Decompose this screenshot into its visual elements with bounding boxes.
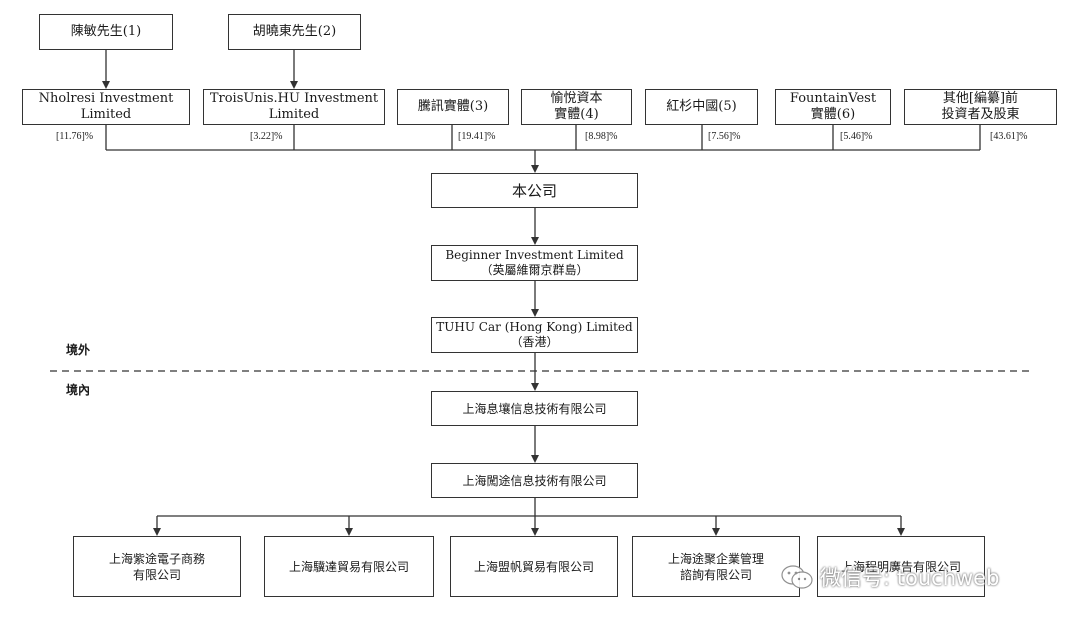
shareholder-fountainvest: FountainVest 實體(6) (775, 89, 891, 125)
shareholder-yuyue: 愉悅資本 實體(4) (521, 89, 632, 125)
pct-others: [43.61]% (990, 131, 1028, 142)
entity-tuhu-car-hk: TUHU Car (Hong Kong) Limited （香港） (431, 317, 638, 353)
subsidiary-chengming: 上海程明廣告有限公司 (817, 536, 985, 597)
shareholder-hu-xiaodong: 胡曉東先生(2) (228, 14, 361, 50)
shareholder-troisunis: TroisUnis.HU Investment Limited (203, 89, 385, 125)
shareholder-tencent: 騰訊實體(3) (397, 89, 509, 125)
pct-sequoia: [7.56]% (708, 131, 741, 142)
watermark: 微信号: touchweb (780, 562, 999, 592)
shareholder-nholresi: Nholresi Investment Limited (22, 89, 190, 125)
entity-beginner-investment: Beginner Investment Limited （英屬維爾京群島） (431, 245, 638, 281)
entity-shanghai-chuangtu: 上海闖途信息技術有限公司 (431, 463, 638, 498)
pct-tencent: [19.41]% (458, 131, 496, 142)
company-box: 本公司 (431, 173, 638, 208)
region-label-offshore: 境外 (66, 343, 91, 357)
pct-nholresi: [11.76]% (56, 131, 94, 142)
subsidiary-zitu: 上海紫途電子商務 有限公司 (73, 536, 241, 597)
region-label-onshore: 境內 (66, 383, 91, 397)
subsidiary-qida: 上海驥達貿易有限公司 (264, 536, 434, 597)
subsidiary-tuju: 上海途聚企業管理 諮詢有限公司 (632, 536, 800, 597)
pct-troisunis: [3.22]% (250, 131, 283, 142)
pct-fountainvest: [5.46]% (840, 131, 873, 142)
subsidiary-mengfan: 上海盟帆貿易有限公司 (450, 536, 618, 597)
watermark-text: 微信号: touchweb (820, 566, 1000, 590)
pct-yuyue: [8.98]% (585, 131, 618, 142)
shareholder-sequoia: 紅杉中國(5) (645, 89, 758, 125)
entity-shanghai-xirang: 上海息壤信息技術有限公司 (431, 391, 638, 426)
shareholder-chen-min: 陳敏先生(1) (39, 14, 173, 50)
wechat-icon (781, 565, 813, 589)
shareholder-others: 其他[編纂]前 投資者及股東 (904, 89, 1057, 125)
